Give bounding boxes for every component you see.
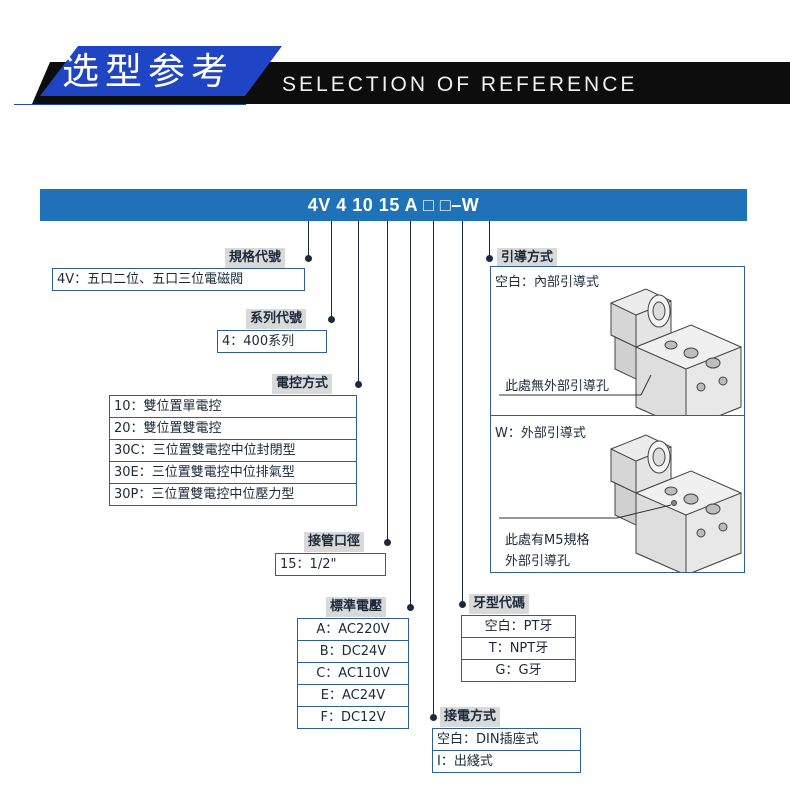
connector-thread-code <box>462 221 463 604</box>
voltage-label: 標準電壓 <box>326 597 387 617</box>
port-size-options: 15：1/2" <box>275 553 386 576</box>
thread-code-option: 空白：PT牙 <box>484 619 553 634</box>
control-mode-option: 20：雙位置雙電控 <box>110 417 356 439</box>
connector-port-size <box>387 221 388 542</box>
control-mode-option: 30E：三位置雙電控中位排氣型 <box>110 461 356 483</box>
pilot-internal-note: 此處無外部引導孔 <box>505 379 610 394</box>
voltage-option: E：AC24V <box>298 684 408 706</box>
voltage-options: A：AC220V B：DC24V C：AC110V E：AC24V F：DC12… <box>297 618 409 729</box>
port-size-option: 15：1/2" <box>280 557 337 572</box>
pilot-external-note-2: 外部引導孔 <box>505 554 571 569</box>
header-underline <box>14 104 246 105</box>
pilot-external-title: W：外部引導式 <box>495 426 586 441</box>
control-mode-label: 電控方式 <box>272 374 333 394</box>
thread-code-option: G：G牙 <box>462 659 575 681</box>
page-subtitle: SELECTION OF REFERENCE <box>282 73 638 96</box>
connector-dot <box>459 601 466 608</box>
pilot-divider <box>491 415 744 416</box>
control-mode-options: 10：雙位置單電控 20：雙位置雙電控 30C：三位置雙電控中位封閉型 30E：… <box>109 395 357 506</box>
control-mode-option: 10：雙位置單電控 <box>114 399 222 414</box>
valve-illustration-internal <box>499 288 742 415</box>
connector-dot <box>305 255 312 262</box>
valve-illustration-external <box>499 434 742 572</box>
connection-mode-label: 接電方式 <box>440 707 501 727</box>
pilot-mode-panel: 空白：內部引導式 此處無外部引導孔 W：外部引導式 <box>490 266 745 573</box>
connection-mode-option: I：出綫式 <box>433 750 580 772</box>
connector-dot <box>407 604 414 611</box>
spec-code-option: 4V：五口二位、五口三位電磁閥 <box>57 272 244 287</box>
voltage-option: F：DC12V <box>298 706 408 728</box>
series-code-options: 4：400系列 <box>217 330 327 353</box>
connector-series-code <box>331 221 332 319</box>
connector-connection-mode <box>433 221 434 717</box>
thread-code-label: 牙型代碼 <box>469 594 530 614</box>
connector-pilot-mode <box>489 221 490 258</box>
connector-spec-code <box>308 221 309 258</box>
connector-dot <box>328 316 335 323</box>
model-code-bar: 4V 4 10 15 A □ □–W <box>40 189 747 221</box>
model-code: 4V 4 10 15 A □ □–W <box>307 195 480 215</box>
series-code-option: 4：400系列 <box>222 334 295 349</box>
thread-code-option: T：NPT牙 <box>462 637 575 659</box>
pilot-external-note-1: 此處有M5規格 <box>505 533 590 548</box>
voltage-option: A：AC220V <box>316 622 390 637</box>
control-mode-option: 30P：三位置雙電控中位壓力型 <box>110 483 356 505</box>
thread-code-options: 空白：PT牙 T：NPT牙 G：G牙 <box>461 615 576 682</box>
connector-control-mode <box>358 221 359 384</box>
port-size-label: 接管口徑 <box>304 532 365 552</box>
connector-dot <box>486 255 493 262</box>
voltage-option: B：DC24V <box>298 640 408 662</box>
pilot-internal-title: 空白：內部引導式 <box>495 275 600 290</box>
header-title-badge <box>40 46 282 96</box>
spec-code-label: 規格代號 <box>225 248 286 268</box>
connection-mode-options: 空白：DIN插座式 I：出綫式 <box>432 728 581 773</box>
connection-mode-option: 空白：DIN插座式 <box>437 732 539 747</box>
connector-dot <box>355 381 362 388</box>
connector-voltage <box>410 221 411 607</box>
page-title: 选型参考 <box>62 50 234 93</box>
connector-dot <box>430 714 437 721</box>
voltage-option: C：AC110V <box>298 662 408 684</box>
connector-dot <box>384 539 391 546</box>
spec-code-options: 4V：五口二位、五口三位電磁閥 <box>52 268 305 291</box>
pilot-mode-label: 引導方式 <box>497 248 558 268</box>
control-mode-option: 30C：三位置雙電控中位封閉型 <box>110 439 356 461</box>
series-code-label: 系列代號 <box>246 309 307 329</box>
